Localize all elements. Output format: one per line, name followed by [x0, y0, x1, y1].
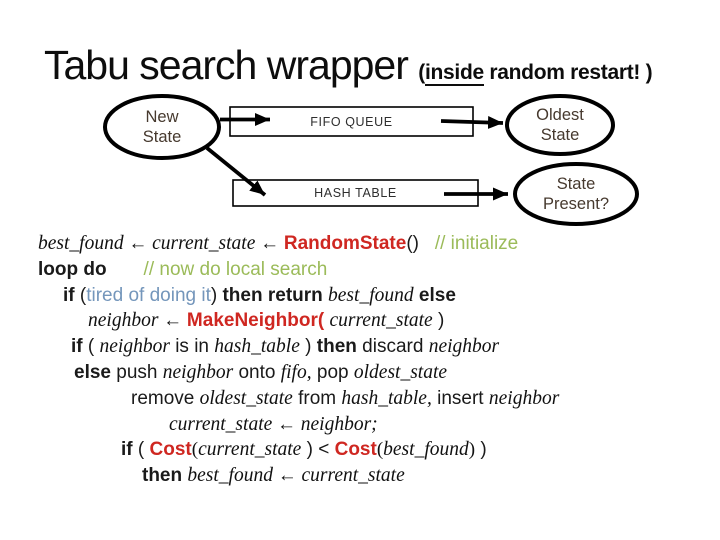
- code-segment: else: [418, 284, 456, 306]
- code-segment: remove: [131, 387, 200, 409]
- code-segment: current_state: [301, 465, 405, 487]
- code-line: if ( neighbor is in hash_table ) then di…: [0, 334, 720, 360]
- code-segment: ←: [158, 310, 187, 332]
- hash-table-box: [232, 179, 479, 207]
- state-present-ellipse: [513, 162, 639, 226]
- code-segment: is in: [169, 336, 215, 358]
- code-line: current_state ← neighbor;: [0, 412, 720, 438]
- code-segment: fifo,: [280, 361, 312, 383]
- code-segment: Cost: [149, 439, 192, 461]
- code-line: if ( Cost(current_state ) < Cost(best_fo…: [0, 437, 720, 463]
- code-segment: neighbor: [428, 336, 500, 358]
- code-segment: oldest_state: [199, 387, 293, 409]
- code-segment: ): [299, 336, 317, 358]
- code-segment: (: [376, 439, 384, 461]
- code-segment: ←: [123, 233, 153, 254]
- code-segment: then return: [222, 284, 329, 306]
- code-segment: best_found: [38, 233, 124, 254]
- slide-title: Tabu search wrapper (inside random resta…: [44, 42, 704, 89]
- code-line: if (tired of doing it) then return best_…: [0, 283, 720, 309]
- hash-table-label: HASH TABLE: [314, 186, 397, 200]
- code-segment: best_found: [187, 465, 273, 487]
- code-segment: ): [468, 439, 476, 461]
- code-segment: (: [132, 439, 150, 461]
- new-state-label: New State: [142, 108, 182, 146]
- code-segment: hash_table: [214, 336, 300, 358]
- code-segment: ←: [272, 465, 302, 487]
- code-segment: ←: [255, 233, 284, 254]
- code-segment: current_state: [329, 310, 433, 332]
- code-segment: (: [87, 336, 100, 358]
- code-segment: (: [191, 439, 199, 461]
- code-segment: best_found: [328, 284, 414, 306]
- code-segment: // now do local search: [106, 258, 328, 280]
- code-segment: hash_table,: [341, 387, 432, 409]
- code-segment: ): [475, 439, 487, 461]
- code-segment: if: [121, 439, 133, 461]
- code-line: remove oldest_state from hash_table, ins…: [0, 386, 720, 412]
- code-segment: if: [63, 284, 80, 306]
- code-segment: pop: [311, 361, 354, 383]
- slide-title-sub-rest: random restart! ): [483, 61, 653, 84]
- code-segment: else: [74, 361, 111, 383]
- code-segment: RandomState: [283, 233, 407, 254]
- slide-title-sub-underlined: inside: [424, 61, 484, 86]
- state-present-label: State Present?: [542, 175, 610, 213]
- code-segment: oldest_state: [353, 361, 448, 383]
- code-line: loop do // now do local search: [0, 257, 720, 283]
- arrow-fifo-to-oldest: [440, 116, 504, 130]
- code-segment: current_state: [152, 233, 256, 254]
- code-segment: Cost: [334, 439, 377, 461]
- code-segment: ←: [272, 413, 301, 435]
- code-line: then best_found ← current_state: [0, 463, 720, 489]
- code-segment: ): [210, 284, 223, 306]
- code-segment: neighbor: [162, 361, 234, 383]
- code-segment: ): [432, 310, 445, 332]
- arrow-new-to-hash: [205, 146, 267, 197]
- code-segment: discard: [356, 336, 429, 358]
- code-line: neighbor ← MakeNeighbor( current_state ): [0, 308, 720, 334]
- code-segment: best_found: [383, 439, 469, 461]
- code-segment: neighbor: [488, 387, 560, 409]
- code-segment: tired of doing it: [86, 284, 211, 306]
- code-segment: ) <: [301, 439, 335, 461]
- oldest-state-label: Oldest State: [536, 106, 584, 144]
- code-line: else push neighbor onto fifo, pop oldest…: [0, 360, 720, 386]
- new-state-ellipse: [103, 94, 221, 160]
- slide-title-sub-open: (: [418, 61, 425, 84]
- code-segment: (: [79, 284, 87, 306]
- code-segment: then: [316, 336, 357, 358]
- code-segment: then: [142, 465, 188, 487]
- pseudocode: best_found ← current_state ← RandomState…: [0, 231, 720, 489]
- code-segment: onto: [233, 361, 281, 383]
- code-segment: from: [292, 387, 342, 409]
- oldest-state-ellipse: [505, 94, 615, 156]
- code-segment: (): [406, 233, 419, 254]
- code-segment: neighbor: [88, 310, 159, 332]
- fifo-queue-label: FIFO QUEUE: [310, 114, 393, 129]
- code-segment: if: [71, 336, 88, 358]
- code-segment: neighbor;: [300, 413, 378, 435]
- slide-title-main: Tabu search wrapper: [44, 42, 419, 88]
- code-segment: neighbor: [99, 336, 170, 358]
- code-segment: current_state: [198, 439, 302, 461]
- code-segment: current_state: [169, 413, 273, 435]
- code-segment: push: [110, 361, 163, 383]
- code-line: best_found ← current_state ← RandomState…: [0, 231, 720, 257]
- code-segment: MakeNeighbor(: [186, 310, 325, 332]
- flow-diagram: [103, 94, 639, 226]
- code-segment: loop do: [38, 258, 107, 280]
- code-segment: insert: [431, 387, 489, 409]
- code-segment: // initialize: [418, 233, 519, 254]
